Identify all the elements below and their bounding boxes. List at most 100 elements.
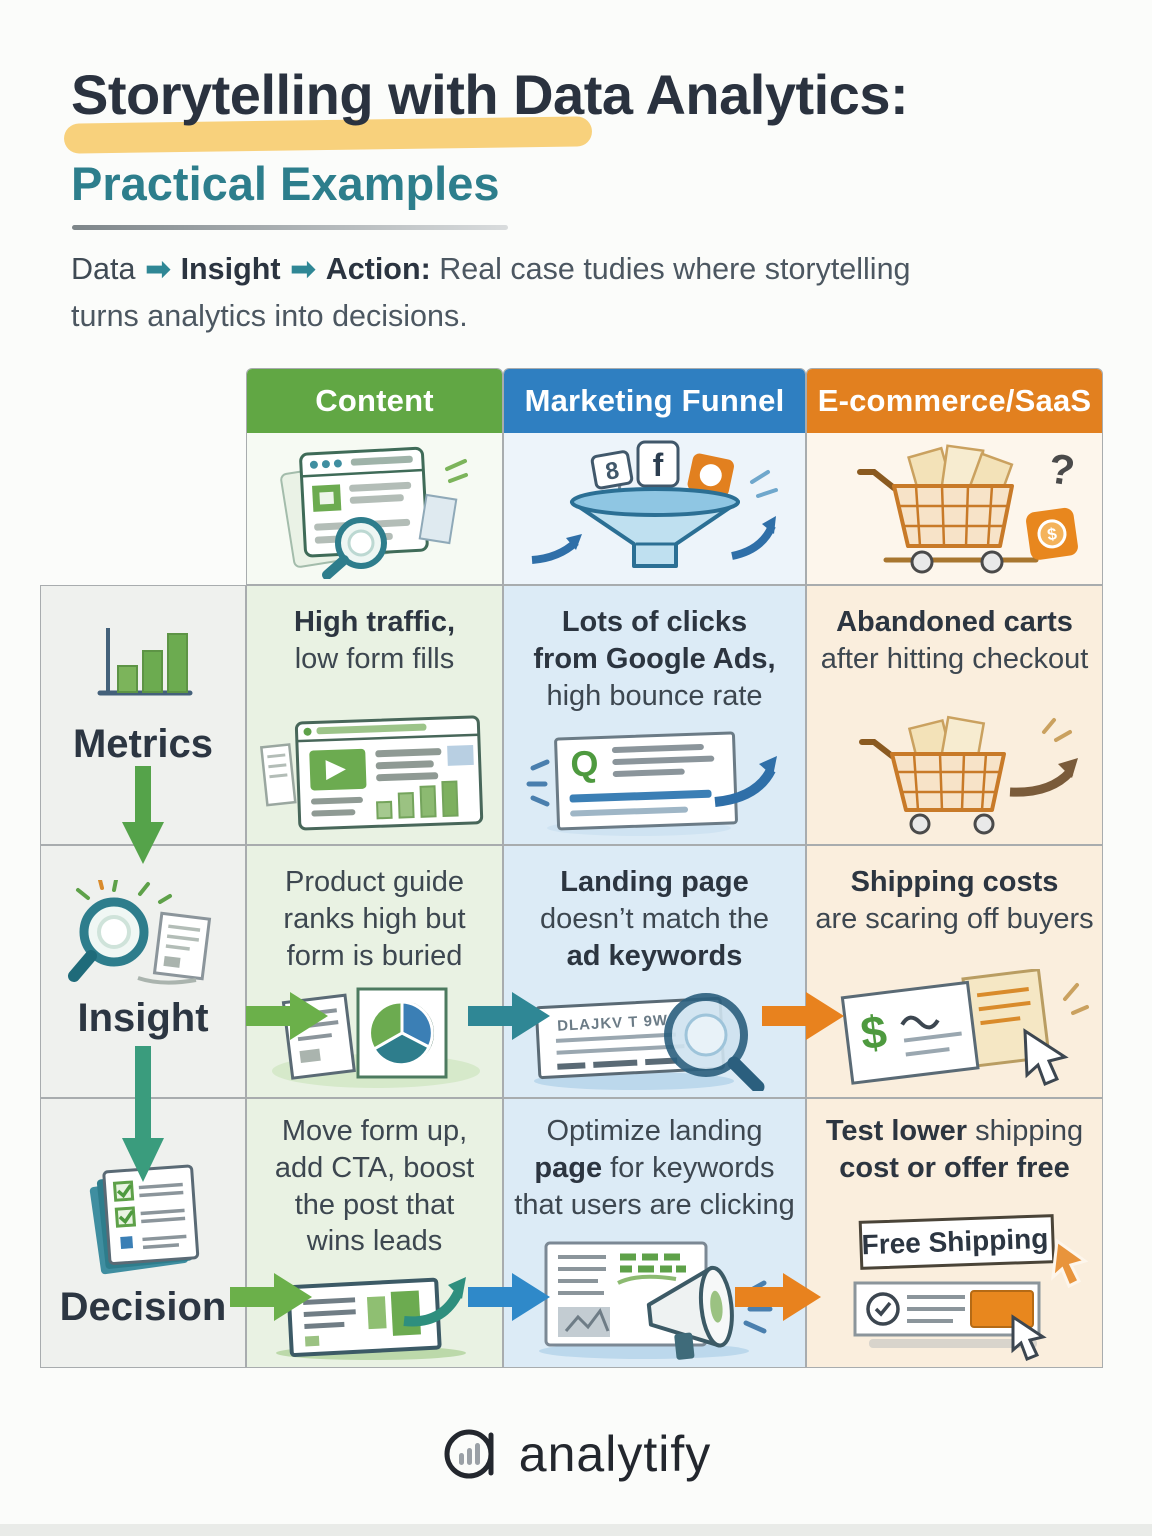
- shopping-cart-icon: ? $: [856, 443, 1078, 573]
- intro-line1: Real case tudies where storytelling: [439, 252, 911, 286]
- shipping-invoice-icon: $: [840, 969, 1089, 1086]
- cell-insight-ecom: Shipping costs are scaring off buyers $: [806, 845, 1103, 1098]
- text-segment: for keywords: [602, 1151, 775, 1184]
- dollar-glyph: $: [857, 1005, 889, 1060]
- column-header-content: Content: [246, 368, 503, 585]
- text-line: Optimize landing: [546, 1115, 763, 1147]
- cell-insight-funnel: Landing page doesn’t match the ad keywor…: [503, 845, 806, 1098]
- cell-metrics-content: High traffic, low form fills: [246, 585, 503, 845]
- insight-arrow-green: [246, 992, 328, 1040]
- text-line: are scaring off buyers: [815, 902, 1094, 935]
- question-mark-glyph: ?: [1045, 444, 1077, 494]
- webpage-magnifier-icon: [280, 446, 468, 579]
- text-line: after hitting checkout: [820, 642, 1089, 675]
- ecom-column-illustration: ? $: [807, 433, 1102, 584]
- abandoned-cart-icon: [858, 715, 1078, 835]
- text-line: Move form up,: [281, 1115, 468, 1147]
- cell-insight-content: Product guide ranks high but form is bur…: [246, 845, 503, 1098]
- cell-decision-content: Move form up, add CTA, boost the post th…: [246, 1098, 503, 1368]
- free-shipping-offer-icon: Free Shipping: [853, 1214, 1088, 1361]
- search-result-icon: Q: [526, 731, 777, 836]
- right-arrow-icon: ➡: [290, 253, 316, 286]
- magnifier-icon: [322, 516, 387, 579]
- search-q-glyph: Q: [569, 743, 598, 785]
- marketing-funnel-icon: 8 f: [531, 440, 778, 568]
- megaphone-page-icon: [538, 1241, 772, 1360]
- metrics-down-arrow: [122, 766, 164, 864]
- brand-footer: analytify: [0, 1422, 1152, 1486]
- row-header-decision: Decision: [40, 1098, 246, 1368]
- page-subtitle: Practical Examples: [71, 157, 500, 210]
- row-label-decision: Decision: [59, 1285, 227, 1329]
- text-line: the post that: [294, 1188, 455, 1221]
- intro-line2: turns analytics into decisions.: [71, 298, 468, 333]
- cell-insight-funnel-text: Landing page doesn’t match the ad keywor…: [504, 846, 805, 974]
- cell-insight-content-text: Product guide ranks high but form is bur…: [247, 846, 502, 974]
- pie-chart-icon: [367, 1000, 434, 1067]
- intro-word-insight: Insight: [180, 252, 281, 286]
- intro-word-data: Data: [71, 252, 136, 286]
- table-corner-spacer: [40, 368, 246, 585]
- cell-metrics-content-text: High traffic, low form fills: [247, 586, 502, 678]
- column-title-funnel: Marketing Funnel: [504, 369, 805, 433]
- doc-pie-chart-icon: [271, 987, 480, 1088]
- text-segment: shipping: [967, 1115, 1084, 1147]
- column-header-funnel: Marketing Funnel 8 f: [503, 368, 806, 585]
- intro-word-action: Action:: [325, 252, 431, 286]
- cell-decision-content-text: Move form up, add CTA, boost the post th…: [247, 1099, 502, 1260]
- text-line: Abandoned carts: [836, 606, 1073, 638]
- cell-insight-ecom-text: Shipping costs are scaring off buyers: [807, 846, 1102, 938]
- decision-arrow-blue: [468, 1273, 550, 1321]
- column-header-ecom: E-commerce/SaaS ?: [806, 368, 1103, 585]
- text-line: Shipping costs: [850, 866, 1059, 898]
- mismatched-page-magnifier-icon: DLAJKV T 9W: [533, 993, 764, 1091]
- cell-metrics-funnel-text: Lots of clicks from Google Ads, high bou…: [504, 586, 805, 714]
- analytics-dashboard-icon: [259, 715, 483, 831]
- funnel-column-illustration: 8 f: [504, 433, 805, 584]
- insight-arrow-teal: [468, 992, 550, 1040]
- text-line: form is buried: [286, 939, 463, 972]
- cell-metrics-ecom: Abandoned carts after hitting checkout: [806, 585, 1103, 845]
- cell-decision-ecom-text: Test lower shipping cost or offer free: [807, 1099, 1102, 1187]
- cell-decision-ecom: Test lower shipping cost or offer free F…: [806, 1098, 1103, 1368]
- intro-text: Data➡Insight➡Action: Real case tudies wh…: [71, 246, 1061, 339]
- row-label-metrics: Metrics: [72, 722, 214, 766]
- cell-decision-funnel: Optimize landing page for keywords that …: [503, 1098, 806, 1368]
- decision-arrow-green: [230, 1273, 312, 1321]
- insight-arrow-orange: [762, 992, 844, 1040]
- orange-cursor-icon: [1050, 1238, 1088, 1289]
- text-line: high bounce rate: [546, 679, 763, 712]
- analytify-logo-icon: [444, 1429, 494, 1479]
- examples-table: Content: [40, 368, 1103, 1368]
- checklist-icon: [89, 1164, 200, 1275]
- decision-arrow-orange: [735, 1273, 821, 1321]
- text-line: Landing page: [560, 866, 749, 898]
- column-title-content: Content: [247, 369, 502, 433]
- magnifier-paper-icon: [68, 880, 212, 985]
- google-flag-icon: 8: [590, 449, 633, 489]
- text-line: low form fills: [294, 642, 455, 675]
- content-column-illustration: [247, 433, 502, 584]
- cell-metrics-ecom-text: Abandoned carts after hitting checkout: [807, 586, 1102, 678]
- cursor-icon: [1011, 1314, 1047, 1361]
- page-title: Storytelling with Data Analytics:: [71, 63, 909, 126]
- free-shipping-label: Free Shipping: [861, 1223, 1049, 1260]
- checkout-row-card: [853, 1281, 1040, 1337]
- bar-chart-icon: [97, 628, 193, 696]
- svg-text:8: 8: [603, 456, 621, 485]
- bottom-strip: [0, 1524, 1152, 1536]
- text-line: cost or offer free: [839, 1151, 1070, 1184]
- text-line: ranks high but: [283, 902, 466, 935]
- brand-name: analytify: [518, 1426, 712, 1482]
- svg-text:f: f: [652, 447, 663, 483]
- instagram-flag-icon: [687, 453, 734, 497]
- svg-text:$: $: [1046, 524, 1059, 544]
- insight-down-arrow: [122, 1046, 164, 1182]
- magnifier-icon: [663, 993, 764, 1091]
- column-title-ecom: E-commerce/SaaS: [807, 369, 1102, 433]
- text-segment: page: [534, 1151, 603, 1184]
- free-shipping-banner: Free Shipping: [858, 1214, 1055, 1270]
- funnel-shape: [569, 486, 740, 568]
- text-segment: Test lower: [825, 1115, 968, 1147]
